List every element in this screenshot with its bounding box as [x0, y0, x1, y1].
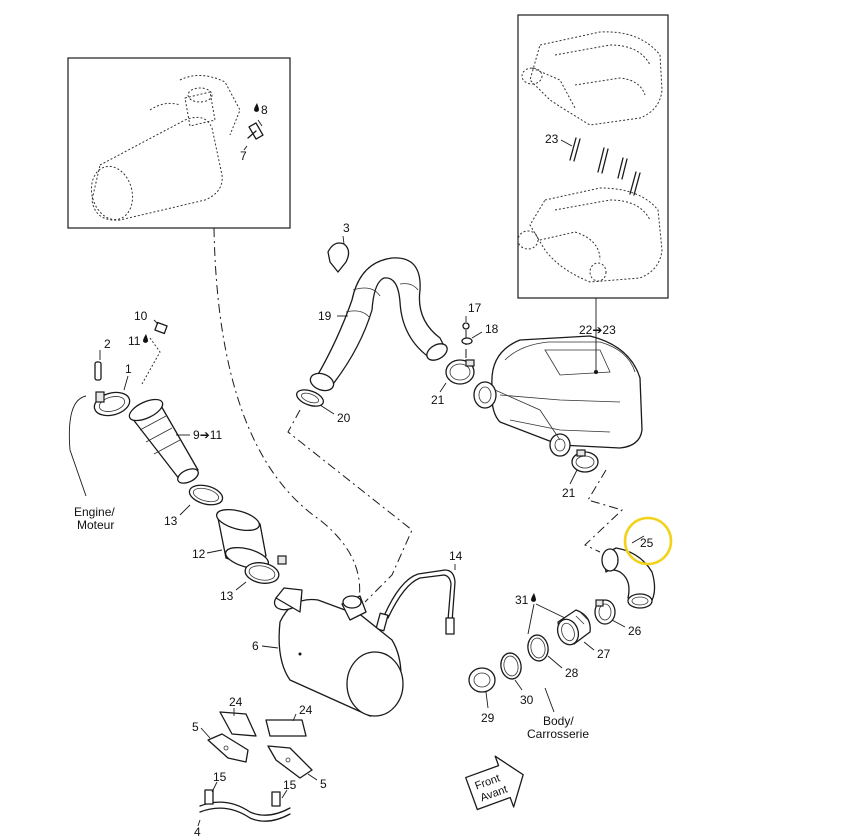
label-31: 31	[515, 593, 529, 607]
part-13-clamp-upper	[179, 484, 224, 516]
label-9: 9➔11	[193, 428, 223, 442]
label-23: 23	[545, 132, 559, 146]
part-6-muffler	[261, 587, 404, 717]
label-15-left: 15	[213, 770, 227, 784]
label-7: 7	[240, 149, 247, 163]
body-label: Body/	[543, 714, 574, 728]
label-13-lower: 13	[220, 589, 234, 603]
label-10: 10	[134, 309, 148, 323]
label-4: 4	[194, 825, 201, 839]
part-19-intake-duct	[309, 257, 448, 392]
label-24-right: 24	[299, 703, 313, 717]
label-19: 19	[318, 309, 332, 323]
part-5-bracket-right	[267, 745, 318, 781]
label-21-lower: 21	[562, 486, 576, 500]
part-30-ring	[500, 652, 523, 691]
part-4-strap	[197, 789, 291, 827]
label-17: 17	[468, 301, 482, 315]
label-24-left: 24	[229, 695, 243, 709]
lubricant-drop-icon	[254, 103, 259, 112]
part-21-clamp-upper	[439, 359, 475, 393]
label-5-right: 5	[320, 777, 327, 791]
part-12-sleeve	[206, 508, 270, 570]
label-5-left: 5	[192, 720, 199, 734]
part-28-ring	[527, 634, 563, 669]
part-29-flange	[468, 667, 496, 709]
inset-muffler-detail	[67, 57, 291, 229]
part-24-heat-shield-right	[265, 713, 307, 737]
part-24-heat-shield-left	[219, 708, 257, 737]
engine-label: Engine/	[74, 505, 115, 519]
label-20: 20	[337, 411, 351, 425]
part-15-bolt-right	[281, 789, 288, 799]
part-20-gasket	[295, 389, 335, 415]
label-15-right: 15	[283, 778, 297, 792]
part-21-clamp-lower	[569, 449, 599, 485]
lubricant-drop-icon	[143, 334, 148, 343]
label-25: 25	[640, 536, 654, 550]
label-3: 3	[343, 221, 350, 235]
part-26-clamp	[594, 599, 626, 628]
part-10-sensor	[153, 319, 168, 335]
label-29: 29	[481, 711, 495, 725]
label-14: 14	[449, 549, 463, 563]
label-12: 12	[192, 547, 206, 561]
part-2-spring	[94, 350, 102, 381]
label-8: 8	[261, 103, 268, 117]
label-30: 30	[520, 693, 534, 707]
label-26: 26	[628, 624, 642, 638]
part-14-strap	[375, 564, 456, 635]
part-5-bracket-left	[200, 727, 249, 763]
part-13-clamp-lower	[235, 555, 287, 591]
part-1-clamp	[93, 375, 131, 417]
part-15-bolt-left	[211, 781, 218, 793]
label-1: 1	[125, 362, 132, 376]
label-11: 11	[128, 334, 141, 348]
moteur-label: Moteur	[77, 518, 114, 532]
label-13-upper: 13	[164, 514, 178, 528]
lubricant-drop-icon	[531, 593, 536, 602]
label-21-upper: 21	[431, 393, 445, 407]
carrosserie-label: Carrosserie	[527, 727, 589, 741]
label-22: 22➔23	[579, 323, 616, 337]
inset-airbox-detail	[517, 14, 669, 299]
label-2: 2	[104, 337, 111, 351]
label-27: 27	[597, 647, 611, 661]
part-9-exhaust-pipe	[128, 398, 199, 484]
part-27-spigot	[556, 609, 595, 651]
front-direction-arrow: Front Avant	[465, 755, 524, 811]
part-3-gasket	[327, 235, 350, 273]
part-22-resonator	[473, 335, 643, 457]
label-18: 18	[485, 322, 499, 336]
highlight-circle-25	[623, 516, 673, 566]
label-28: 28	[565, 666, 579, 680]
part-18-washer	[461, 331, 483, 345]
label-6: 6	[252, 639, 259, 653]
